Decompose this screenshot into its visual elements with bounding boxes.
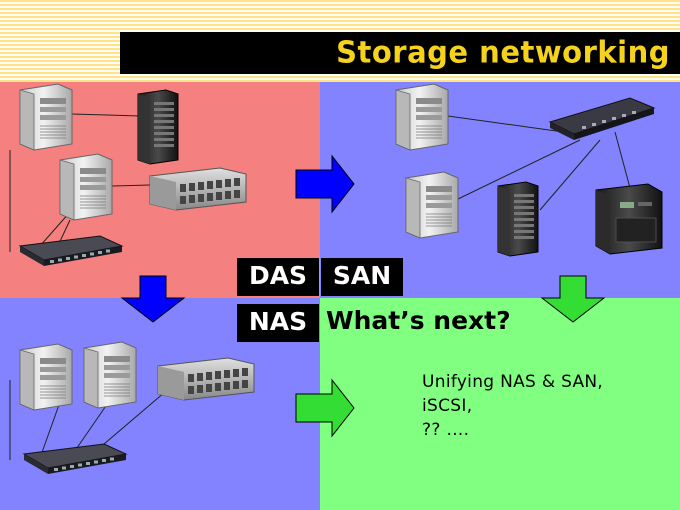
arrow-down-icon [121,275,185,323]
das-label: DAS [237,258,319,296]
server-tower-icon [405,171,459,239]
rack-server-icon [137,89,179,165]
server-tower-icon [19,83,73,151]
network-switch-icon [19,235,123,267]
disk-array-icon [157,357,255,401]
future-list: Unifying NAS & SAN, iSCSI, ?? …. [422,370,603,442]
future-item: iSCSI, [422,396,473,416]
server-tower-icon [395,83,449,151]
disk-array-icon [149,167,247,211]
san-label: SAN [321,258,403,296]
arrow-right-icon [295,155,355,213]
future-item: ?? …. [422,420,470,440]
whats-next-label: What’s next? [326,306,511,335]
next-quadrant [320,298,680,510]
network-switch-icon [23,443,127,475]
rack-server-icon [497,181,539,257]
server-tower-icon [83,341,137,409]
arrow-right-icon [295,379,355,437]
future-item: Unifying NAS & SAN, [422,372,604,392]
network-switch-icon [548,97,656,140]
server-tower-icon [59,153,113,221]
das-cables [9,113,151,253]
server-tower-icon [19,343,73,411]
nas-label: NAS [237,304,319,342]
title-bar: Storage networking [120,32,680,74]
arrow-down-icon [541,275,605,323]
slide-title: Storage networking [336,34,670,70]
tape-library-icon [595,183,663,255]
